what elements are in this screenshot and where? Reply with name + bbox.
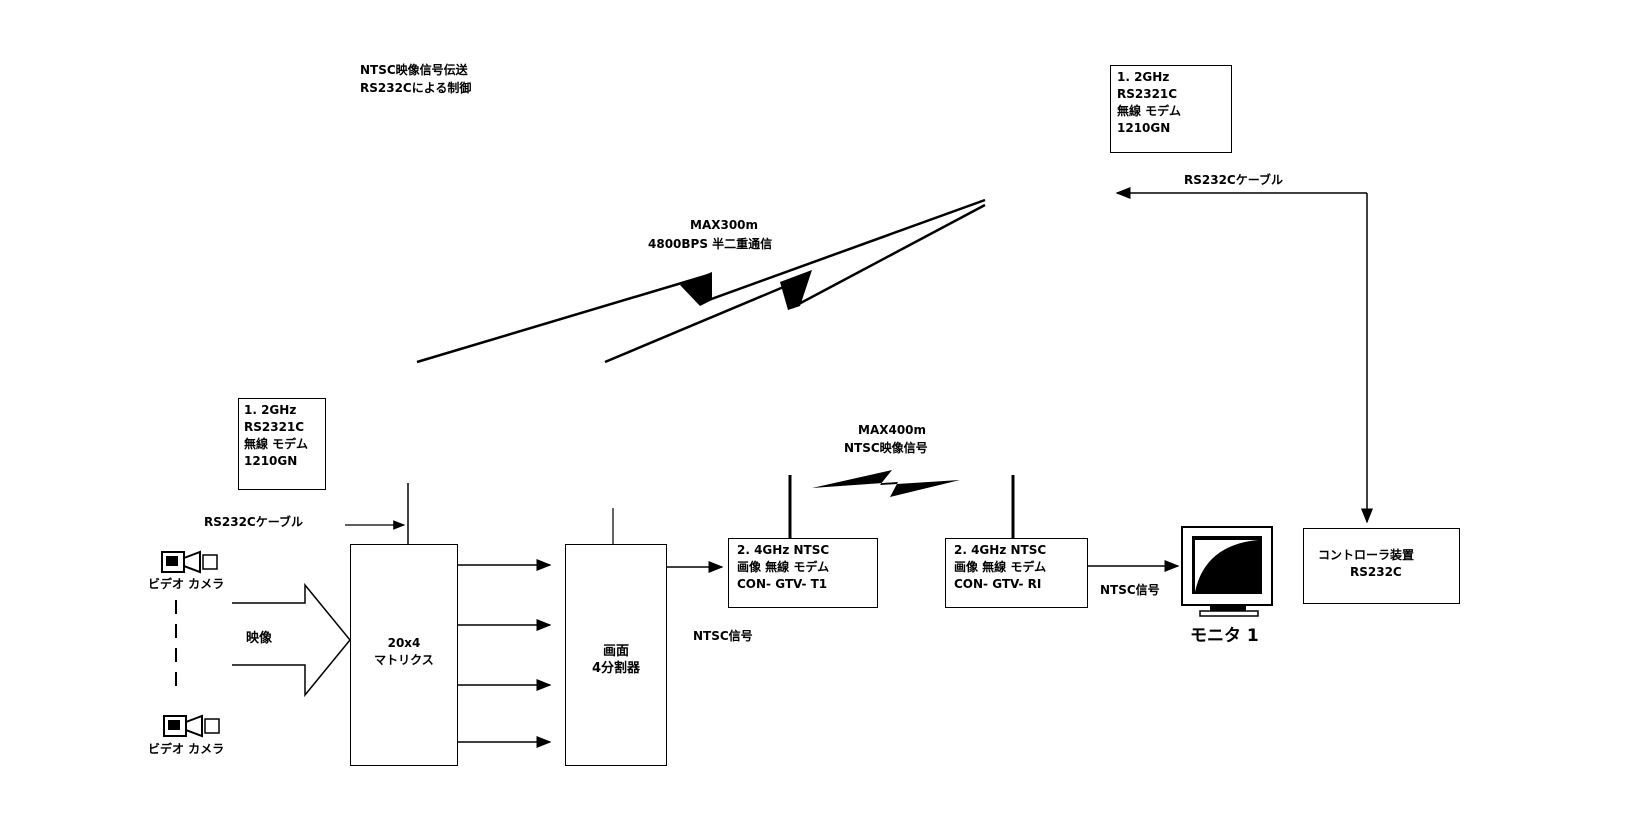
- modem-left-line-1: 1. 2GHz: [244, 403, 297, 417]
- matrix-line-1: 20x4: [387, 636, 421, 650]
- link-top-line-2: 4800BPS 半二重通信: [648, 237, 773, 251]
- modem-top-line-3: 無線 モデム: [1117, 104, 1181, 118]
- modem-left-line-2: RS2321C: [244, 420, 305, 434]
- modem-left-line-4: 1210GN: [244, 454, 298, 468]
- wireless-link-top: [416, 198, 986, 364]
- transmitter-box: 2. 4GHz NTSC 画像 無線 モデム CON- GTV- T1: [728, 538, 878, 608]
- camera-icon-top: [161, 550, 218, 574]
- modem-top-line-4: 1210GN: [1117, 121, 1171, 135]
- splitter-line-1: 画面: [602, 644, 629, 659]
- ntsc-signal-label-2: NTSC信号: [1100, 583, 1160, 597]
- controller-line-1: コントローラ装置: [1318, 548, 1415, 562]
- modem-top-box: 1. 2GHz RS2321C 無線 モデム 1210GN: [1110, 65, 1232, 153]
- camera-icon-bottom: [163, 714, 220, 738]
- modem-top-line-2: RS2321C: [1117, 87, 1178, 101]
- wireless-link-mid: [812, 470, 960, 497]
- matrix-box: 20x4 マトリクス: [350, 544, 458, 766]
- matrix-line-2: マトリクス: [374, 653, 434, 667]
- monitor-icon: [1181, 526, 1273, 617]
- transmitter-line-1: 2. 4GHz NTSC: [737, 543, 830, 557]
- link-mid-line-2: NTSC映像信号: [844, 441, 928, 455]
- controller-line-2: RS232C: [1350, 565, 1402, 579]
- title-line-2: RS232Cによる制御: [360, 81, 472, 95]
- cable-top-label: RS232Cケーブル: [1184, 173, 1284, 187]
- camera-top-label: ビデオ カメラ: [148, 577, 225, 591]
- video-label: 映像: [246, 631, 273, 646]
- monitor-label: モニタ 1: [1190, 626, 1259, 646]
- modem-left-box: 1. 2GHz RS2321C 無線 モデム 1210GN: [238, 398, 326, 490]
- receiver-line-1: 2. 4GHz NTSC: [954, 543, 1047, 557]
- modem-left-line-3: 無線 モデム: [244, 437, 308, 451]
- camera-bottom-label: ビデオ カメラ: [148, 742, 225, 756]
- receiver-box: 2. 4GHz NTSC 画像 無線 モデム CON- GTV- RI: [945, 538, 1088, 608]
- transmitter-line-3: CON- GTV- T1: [737, 577, 828, 591]
- cable-left-label: RS232Cケーブル: [204, 515, 304, 529]
- link-top-line-1: MAX300m: [690, 218, 759, 232]
- receiver-line-3: CON- GTV- RI: [954, 577, 1042, 591]
- receiver-line-2: 画像 無線 モデム: [954, 560, 1047, 574]
- controller-box: コントローラ装置 RS232C: [1303, 528, 1460, 604]
- ntsc-signal-label-1: NTSC信号: [693, 629, 753, 643]
- modem-top-line-1: 1. 2GHz: [1117, 70, 1170, 84]
- link-mid-line-1: MAX400m: [858, 423, 927, 437]
- title-line-1: NTSC映像信号伝送: [360, 63, 468, 77]
- splitter-line-2: 4分割器: [591, 661, 641, 676]
- splitter-box: 画面 4分割器: [565, 544, 667, 766]
- transmitter-line-2: 画像 無線 モデム: [737, 560, 830, 574]
